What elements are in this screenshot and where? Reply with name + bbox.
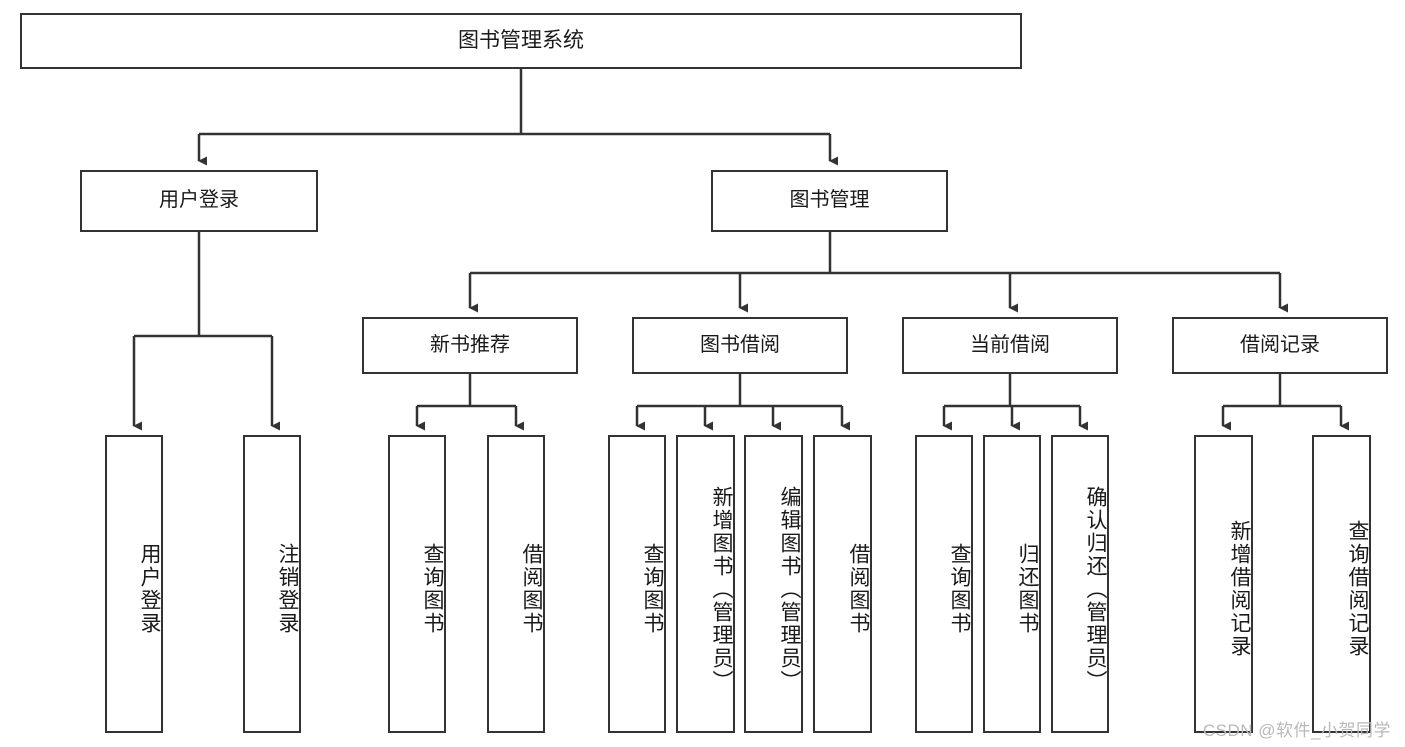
node-book-borrowing[interactable]: 图书借阅: [632, 317, 848, 374]
node-leaf-query-borrow-record[interactable]: 查询借阅记录: [1312, 435, 1371, 733]
node-leaf-confirm-return-admin[interactable]: 确认归还（管理员）: [1051, 435, 1109, 733]
edge-newbook-to-leaves: [415, 374, 524, 431]
node-leaf-query-book-current[interactable]: 查询图书: [915, 435, 973, 733]
node-leaf-borrow-book-recommend[interactable]: 借阅图书: [487, 435, 545, 733]
node-leaf-add-book-admin[interactable]: 新增图书（管理员）: [676, 435, 735, 733]
node-new-book-recommendation[interactable]: 新书推荐: [362, 317, 578, 374]
edge-root-to-level1: [197, 69, 838, 166]
node-leaf-query-book-borrowing[interactable]: 查询图书: [608, 435, 666, 733]
node-book-management[interactable]: 图书管理: [711, 170, 948, 232]
node-leaf-add-borrow-record[interactable]: 新增借阅记录: [1194, 435, 1253, 733]
edge-borrowrecord-to-leaves: [1221, 374, 1349, 431]
node-user-login[interactable]: 用户登录: [80, 170, 318, 232]
node-leaf-borrow-book-borrowing[interactable]: 借阅图书: [813, 435, 872, 733]
edge-currentborrow-to-leaves: [942, 374, 1088, 431]
edge-bookborrow-to-leaves: [635, 374, 850, 431]
node-leaf-user-logout[interactable]: 注销登录: [243, 435, 301, 733]
node-borrowing-record[interactable]: 借阅记录: [1172, 317, 1388, 374]
node-root-system[interactable]: 图书管理系统: [20, 13, 1022, 69]
node-leaf-query-book-recommend[interactable]: 查询图书: [388, 435, 446, 733]
edge-userlogin-to-leaves: [132, 232, 280, 431]
node-current-borrowing[interactable]: 当前借阅: [902, 317, 1118, 374]
edge-bookmanage-to-level2: [468, 232, 1288, 313]
node-leaf-user-login[interactable]: 用户登录: [105, 435, 163, 733]
node-leaf-edit-book-admin[interactable]: 编辑图书（管理员）: [744, 435, 803, 733]
csdn-watermark: CSDN @软件_小贺同学: [1202, 721, 1391, 740]
node-leaf-return-book[interactable]: 归还图书: [983, 435, 1041, 733]
